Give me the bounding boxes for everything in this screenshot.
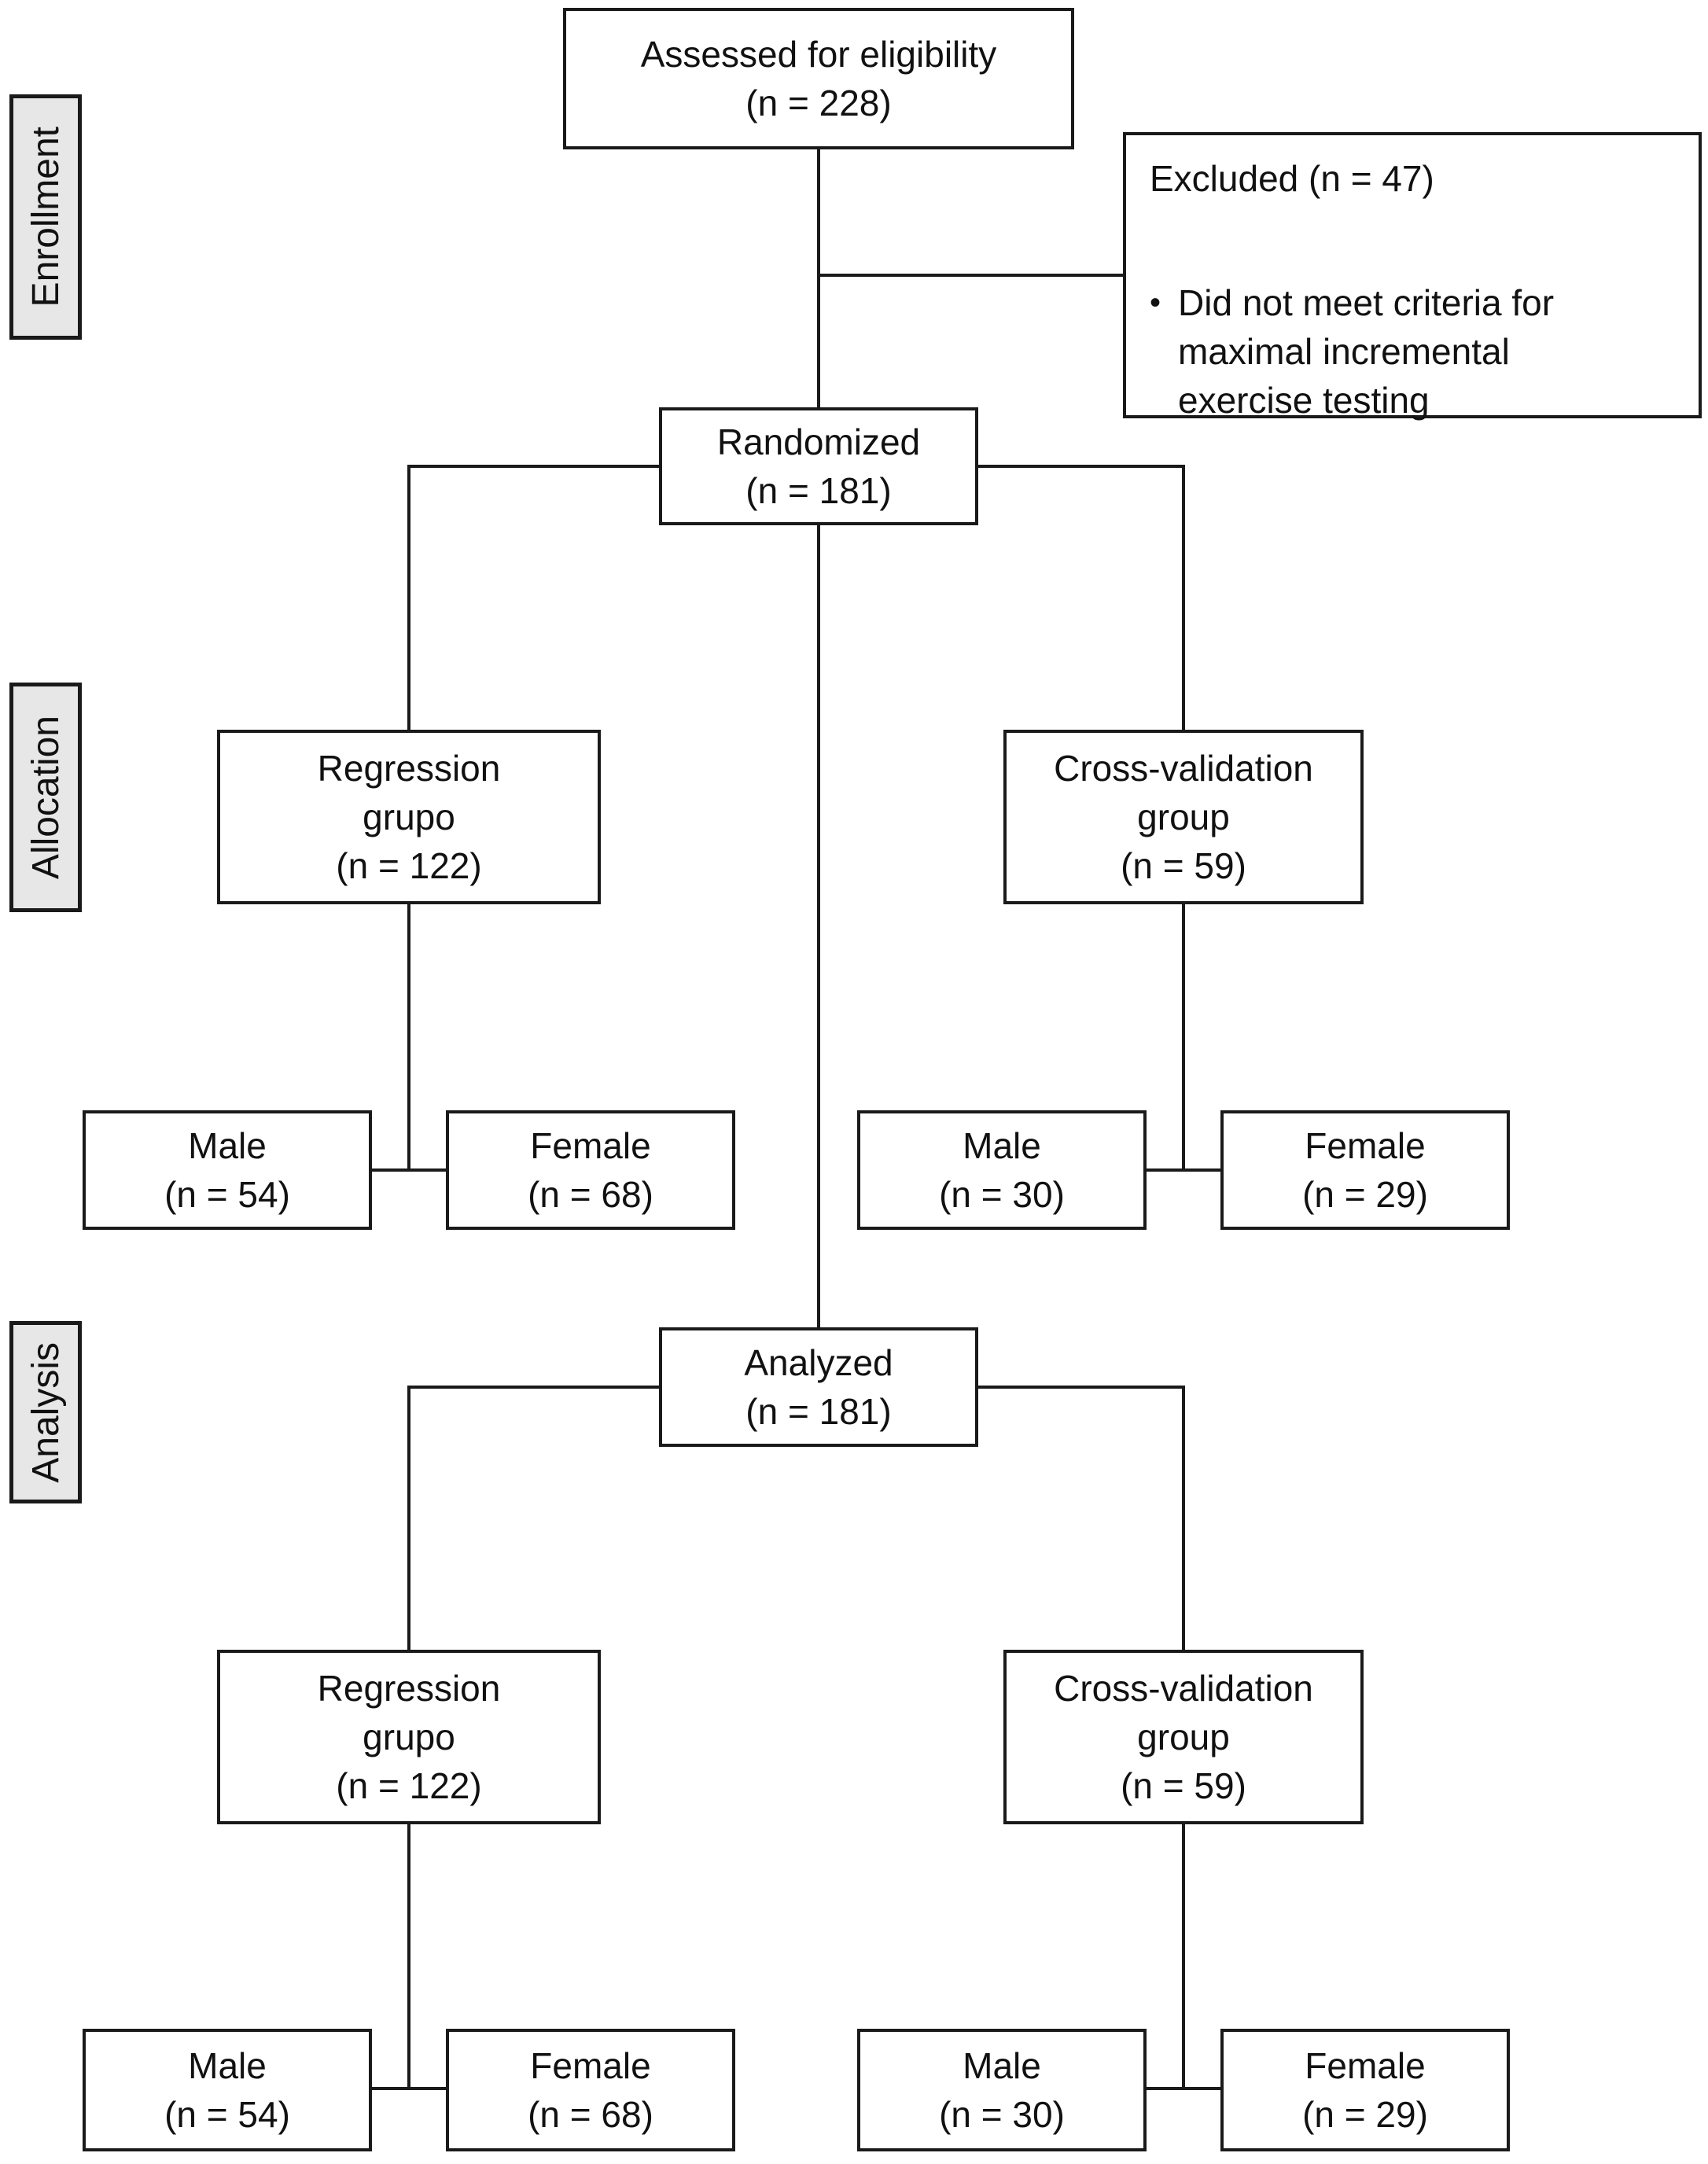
box-female-crossvalidation-allocation: Female (n = 29) — [1220, 1110, 1510, 1230]
connector-analysis-left-drop — [407, 1386, 410, 1650]
box-male-crossvalidation-allocation-line2: (n = 30) — [939, 1174, 1065, 1215]
box-male-crossvalidation-analysis-line2: (n = 30) — [939, 2094, 1065, 2135]
box-analyzed: Analyzed (n = 181) — [659, 1327, 978, 1447]
box-regression-analysis-line1: Regression — [317, 1668, 501, 1709]
box-female-regression-allocation-line1: Female — [530, 1125, 651, 1166]
box-female-crossvalidation-analysis: Female (n = 29) — [1220, 2029, 1510, 2151]
box-female-regression-allocation-line2: (n = 68) — [528, 1174, 653, 1215]
box-crossvalidation-group-allocation: Cross-validation group (n = 59) — [1003, 730, 1364, 904]
excluded-bullet-item: • Did not meet criteria for maximal incr… — [1150, 278, 1626, 425]
box-analyzed-line2: (n = 181) — [745, 1391, 892, 1432]
connector-analysis-right-drop — [1182, 1386, 1185, 1650]
box-assessed-line1: Assessed for eligibility — [640, 34, 997, 75]
box-female-crossvalidation-analysis-line1: Female — [1305, 2045, 1426, 2086]
box-male-regression-allocation-line1: Male — [188, 1125, 267, 1166]
box-regression-allocation-line3: (n = 122) — [336, 845, 482, 886]
stage-label-allocation: Allocation — [9, 683, 82, 912]
box-excluded-title: Excluded (n = 47) — [1150, 158, 1434, 199]
stage-label-analysis-text: Analysis — [24, 1341, 67, 1483]
stage-label-analysis: Analysis — [9, 1321, 82, 1503]
box-analyzed-line1: Analyzed — [744, 1342, 893, 1383]
box-female-crossvalidation-analysis-line2: (n = 29) — [1302, 2094, 1428, 2135]
connector-assessed-to-randomized — [817, 148, 820, 409]
connector-pair-analysis-left — [372, 2087, 446, 2090]
box-male-regression-analysis: Male (n = 54) — [83, 2029, 372, 2151]
stage-label-enrollment-text: Enrollment — [24, 127, 67, 307]
box-male-crossvalidation-analysis-line1: Male — [963, 2045, 1041, 2086]
box-male-crossvalidation-allocation-line1: Male — [963, 1125, 1041, 1166]
box-male-regression-analysis-line2: (n = 54) — [164, 2094, 290, 2135]
box-female-regression-analysis-line2: (n = 68) — [528, 2094, 653, 2135]
connector-regression-analysis-drop — [407, 1823, 410, 2090]
connector-allocation-right-drop — [1182, 465, 1185, 730]
connector-regression-allocation-drop — [407, 903, 410, 1172]
box-female-crossvalidation-allocation-line1: Female — [1305, 1125, 1426, 1166]
box-male-regression-analysis-line1: Male — [188, 2045, 267, 2086]
box-crossvalidation-group-analysis: Cross-validation group (n = 59) — [1003, 1650, 1364, 1824]
box-male-regression-allocation-line2: (n = 54) — [164, 1174, 290, 1215]
box-male-crossvalidation-analysis: Male (n = 30) — [857, 2029, 1147, 2151]
connector-pair-allocation-right — [1147, 1168, 1220, 1172]
box-randomized-line2: (n = 181) — [745, 470, 892, 511]
box-excluded: Excluded (n = 47) • Did not meet criteri… — [1123, 132, 1702, 421]
connector-pair-allocation-left — [372, 1168, 446, 1172]
box-randomized: Randomized (n = 181) — [659, 407, 978, 525]
connector-crossvalidation-analysis-drop — [1182, 1823, 1185, 2090]
box-female-regression-analysis-line1: Female — [530, 2045, 651, 2086]
connector-randomized-to-analyzed — [817, 524, 820, 1329]
box-female-regression-allocation: Female (n = 68) — [446, 1110, 735, 1230]
connector-pair-analysis-right — [1147, 2087, 1220, 2090]
box-male-regression-allocation: Male (n = 54) — [83, 1110, 372, 1230]
excluded-bullet-text: Did not meet criteria for maximal increm… — [1178, 282, 1555, 421]
box-randomized-line1: Randomized — [716, 421, 921, 462]
stage-label-enrollment: Enrollment — [9, 94, 82, 340]
box-female-regression-analysis: Female (n = 68) — [446, 2029, 735, 2151]
box-crossvalidation-allocation-line1: Cross-validation — [1054, 748, 1313, 789]
box-assessed-for-eligibility: Assessed for eligibility (n = 228) — [563, 8, 1074, 149]
box-regression-group-allocation: Regression grupo (n = 122) — [217, 730, 601, 904]
box-female-crossvalidation-allocation-line2: (n = 29) — [1302, 1174, 1428, 1215]
box-regression-analysis-line2: grupo — [363, 1717, 455, 1757]
connector-crossvalidation-allocation-drop — [1182, 903, 1185, 1172]
box-regression-allocation-line2: grupo — [363, 797, 455, 837]
box-male-crossvalidation-allocation: Male (n = 30) — [857, 1110, 1147, 1230]
box-crossvalidation-allocation-line2: group — [1137, 797, 1230, 837]
box-regression-group-analysis: Regression grupo (n = 122) — [217, 1650, 601, 1824]
stage-label-allocation-text: Allocation — [24, 715, 67, 880]
connector-allocation-left-drop — [407, 465, 410, 730]
connector-to-excluded — [819, 274, 1123, 277]
box-regression-allocation-line1: Regression — [317, 748, 501, 789]
box-regression-analysis-line3: (n = 122) — [336, 1765, 482, 1806]
box-crossvalidation-analysis-line1: Cross-validation — [1054, 1668, 1313, 1709]
box-crossvalidation-analysis-line3: (n = 59) — [1121, 1765, 1246, 1806]
box-crossvalidation-allocation-line3: (n = 59) — [1121, 845, 1246, 886]
bullet-icon: • — [1150, 285, 1161, 320]
box-crossvalidation-analysis-line2: group — [1137, 1717, 1230, 1757]
box-assessed-line2: (n = 228) — [745, 83, 892, 123]
